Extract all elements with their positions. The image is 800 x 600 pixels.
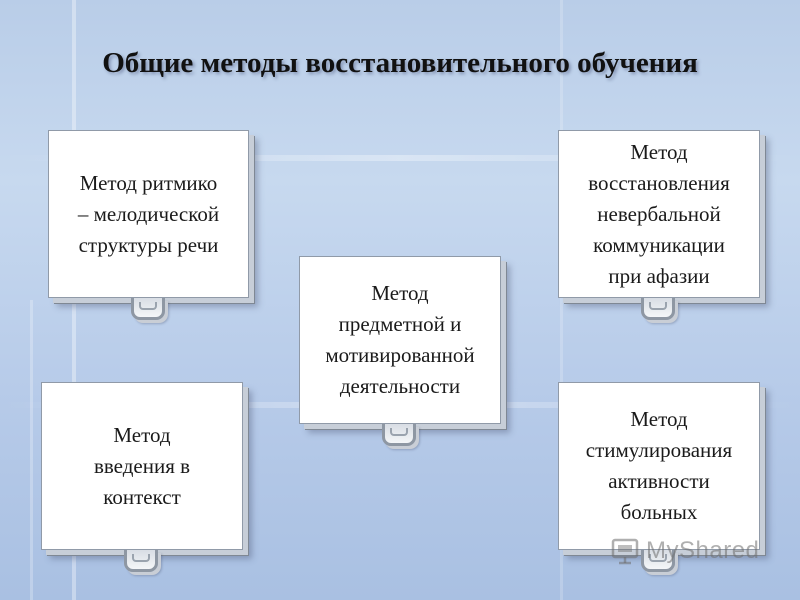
- method-card-label: Метод восстановления невербальной коммун…: [588, 139, 730, 288]
- clip-icon: [382, 424, 416, 446]
- page-title: Общие методы восстановительного обучения: [102, 47, 698, 79]
- method-card-label: Метод предметной и мотивированной деятел…: [325, 281, 475, 398]
- clip-icon: [641, 298, 675, 320]
- clip-icon: [124, 550, 158, 572]
- clip-icon: [641, 550, 675, 572]
- watermark: MyShared: [610, 536, 759, 566]
- method-card-nonverbal-communication: Метод восстановления невербальной коммун…: [558, 130, 760, 298]
- clip-icon: [131, 298, 165, 320]
- method-card-label: Метод ритмико – мелодической структуры р…: [77, 170, 220, 257]
- method-card-rhythmic-melodic: Метод ритмико – мелодической структуры р…: [48, 130, 249, 298]
- method-card-label: Метод введения в контекст: [93, 422, 191, 509]
- method-card-object-activity: Метод предметной и мотивированной деятел…: [299, 256, 501, 424]
- method-card-context-introduction: Метод введения в контекст: [41, 382, 243, 550]
- method-card-activity-stimulation: Метод стимулирования активности больных: [558, 382, 760, 550]
- method-card-label: Метод стимулирования активности больных: [585, 407, 733, 524]
- watermark-text: MyShared: [646, 537, 760, 564]
- myshared-logo-icon: [611, 538, 639, 565]
